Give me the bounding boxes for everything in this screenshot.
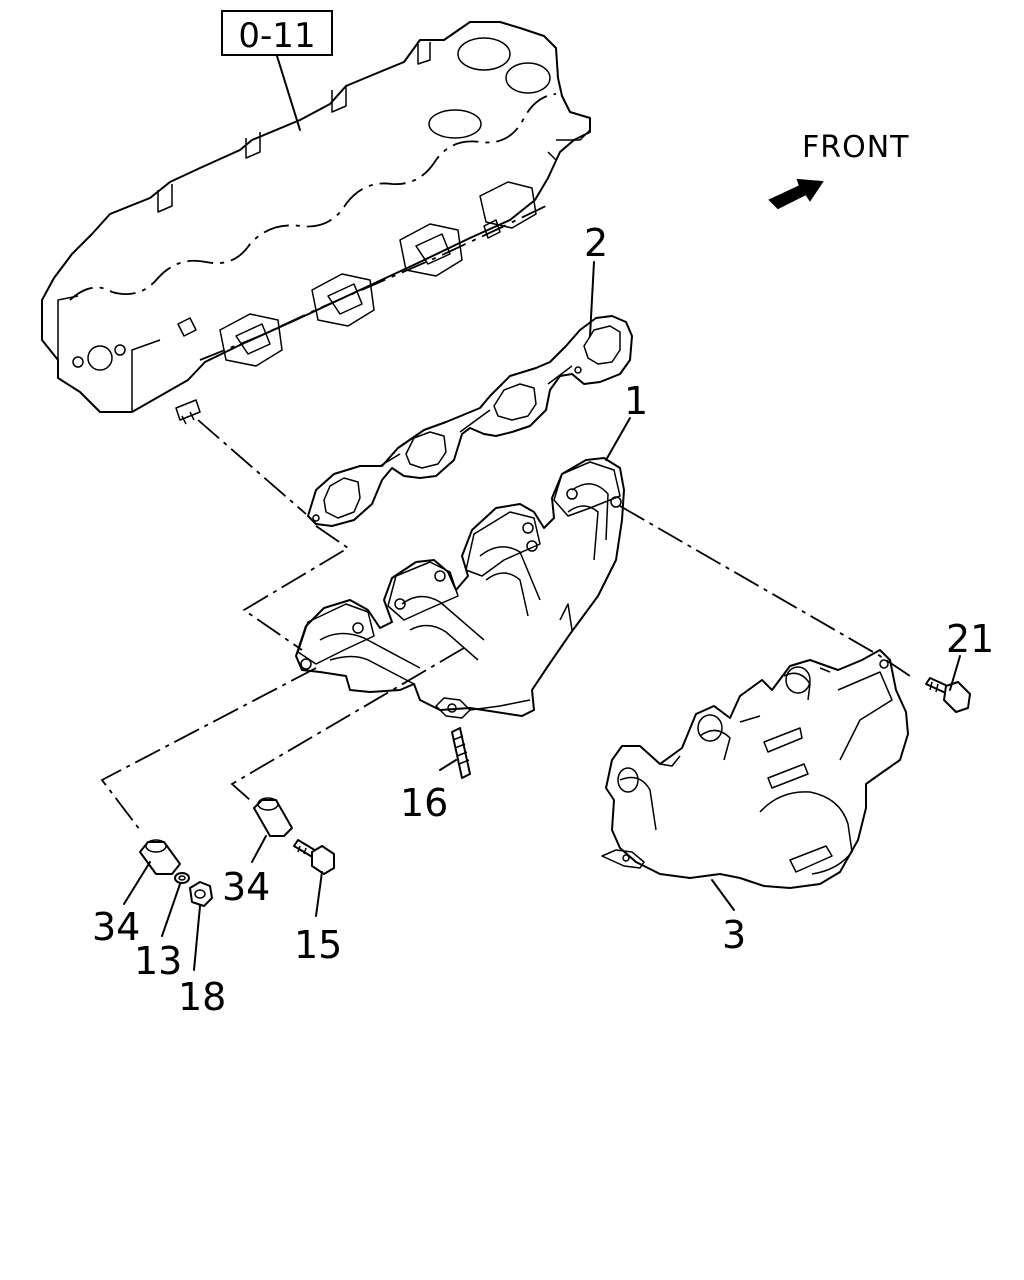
bolt-15 bbox=[293, 839, 335, 875]
exhaust-manifold bbox=[295, 457, 625, 719]
bolt-21 bbox=[925, 677, 971, 713]
reference-box-label: 0-11 bbox=[238, 16, 315, 56]
exhaust-manifold-gasket bbox=[307, 315, 633, 527]
callout-15[interactable]: 15 bbox=[294, 923, 342, 967]
cylinder-head bbox=[41, 21, 591, 425]
spacer-collar-center bbox=[253, 797, 293, 837]
callout-1[interactable]: 1 bbox=[624, 379, 648, 423]
front-arrow-icon bbox=[768, 178, 824, 210]
washer bbox=[174, 872, 190, 884]
callout-13[interactable]: 13 bbox=[134, 939, 182, 983]
callouts: 1 2 3 13 15 16 18 21 34 34 bbox=[92, 221, 994, 1019]
front-direction: FRONT bbox=[768, 130, 909, 210]
heat-shield bbox=[601, 649, 909, 889]
front-label: FRONT bbox=[802, 130, 909, 165]
assembly-lines bbox=[100, 419, 911, 831]
spacer-collar-left bbox=[139, 839, 181, 875]
callout-2[interactable]: 2 bbox=[584, 221, 608, 265]
callout-leaders bbox=[123, 261, 961, 971]
callout-34-center[interactable]: 34 bbox=[222, 865, 270, 909]
callout-3[interactable]: 3 bbox=[722, 913, 746, 957]
stud bbox=[451, 727, 471, 779]
reference-box[interactable]: 0-11 bbox=[221, 10, 333, 56]
callout-34-left[interactable]: 34 bbox=[92, 905, 140, 949]
nut bbox=[189, 881, 213, 907]
callout-18[interactable]: 18 bbox=[178, 975, 226, 1019]
callout-16[interactable]: 16 bbox=[400, 781, 448, 825]
callout-21[interactable]: 21 bbox=[946, 617, 994, 661]
reference-leader bbox=[276, 55, 301, 131]
